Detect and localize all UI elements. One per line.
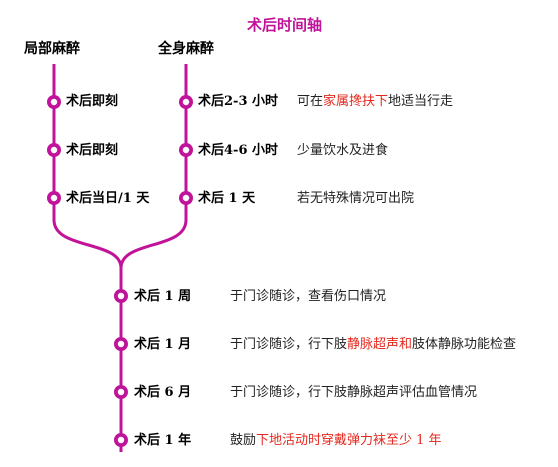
column-header-general: 全身麻醉 bbox=[158, 41, 214, 57]
highlighted-text: 下地活动时穿戴弹力袜至少 1 年 bbox=[256, 433, 442, 448]
general-anesthesia-line bbox=[119, 64, 188, 269]
timeline-nodes bbox=[47, 95, 193, 447]
text-segment: 肢体静脉功能检查 bbox=[412, 337, 517, 352]
general-node-1-inner bbox=[182, 98, 190, 106]
general-label-3: 术后 1 天 bbox=[198, 191, 256, 206]
text-segment: 鼓励 bbox=[230, 433, 257, 448]
highlighted-text: 静脉超声 bbox=[347, 337, 400, 352]
text-segment: 可在 bbox=[297, 94, 324, 109]
local-label-1: 术后即刻 bbox=[66, 94, 119, 109]
text-segment: 若无特殊情况可出院 bbox=[297, 191, 415, 206]
general-label-2: 术后4-6 小时 bbox=[198, 143, 279, 158]
main-label-1: 术后 1 周 bbox=[134, 289, 192, 304]
column-header-local: 局部麻醉 bbox=[24, 41, 80, 57]
main-node-1-inner bbox=[117, 292, 125, 300]
main-node-3-inner bbox=[117, 388, 125, 396]
general-desc-2: 少量饮水及进食 bbox=[297, 144, 388, 157]
highlighted-text: 和 bbox=[399, 337, 413, 352]
local-label-2: 术后即刻 bbox=[66, 143, 119, 158]
text-segment: 于门诊随诊，行下肢静脉超声评估血管情况 bbox=[230, 385, 478, 400]
main-desc-4: 鼓励下地活动时穿戴弹力袜至少 1 年 bbox=[230, 434, 442, 447]
local-node-1-inner bbox=[50, 98, 58, 106]
main-node-4-inner bbox=[117, 436, 125, 444]
general-node-2-inner bbox=[182, 146, 190, 154]
main-node-2-inner bbox=[117, 340, 125, 348]
main-desc-3: 于门诊随诊，行下肢静脉超声评估血管情况 bbox=[230, 386, 477, 399]
local-label-3: 术后当日/1 天 bbox=[66, 191, 150, 206]
text-segment: 于门诊随诊，行下肢 bbox=[230, 337, 348, 352]
diagram-title: 术后时间轴 bbox=[247, 16, 323, 34]
general-desc-1: 可在家属搀扶下地适当行走 bbox=[297, 95, 453, 108]
main-label-2: 术后 1 月 bbox=[134, 337, 192, 352]
main-label-3: 术后 6 月 bbox=[134, 385, 192, 400]
main-desc-1: 于门诊随诊，查看伤口情况 bbox=[230, 290, 386, 303]
general-label-1: 术后2-3 小时 bbox=[198, 94, 279, 109]
general-node-3-inner bbox=[182, 194, 190, 202]
main-label-4: 术后 1 年 bbox=[134, 433, 192, 448]
local-anesthesia-line bbox=[52, 64, 123, 269]
text-segment: 地适当行走 bbox=[388, 94, 454, 109]
local-node-2-inner bbox=[50, 146, 58, 154]
text-segment: 少量饮水及进食 bbox=[297, 143, 389, 158]
main-desc-2: 于门诊随诊，行下肢静脉超声和肢体静脉功能检查 bbox=[230, 338, 516, 351]
general-desc-3: 若无特殊情况可出院 bbox=[297, 192, 414, 205]
text-segment: 于门诊随诊，查看伤口情况 bbox=[230, 289, 387, 304]
highlighted-text: 家属搀扶下 bbox=[323, 94, 389, 109]
local-node-3-inner bbox=[50, 194, 58, 202]
